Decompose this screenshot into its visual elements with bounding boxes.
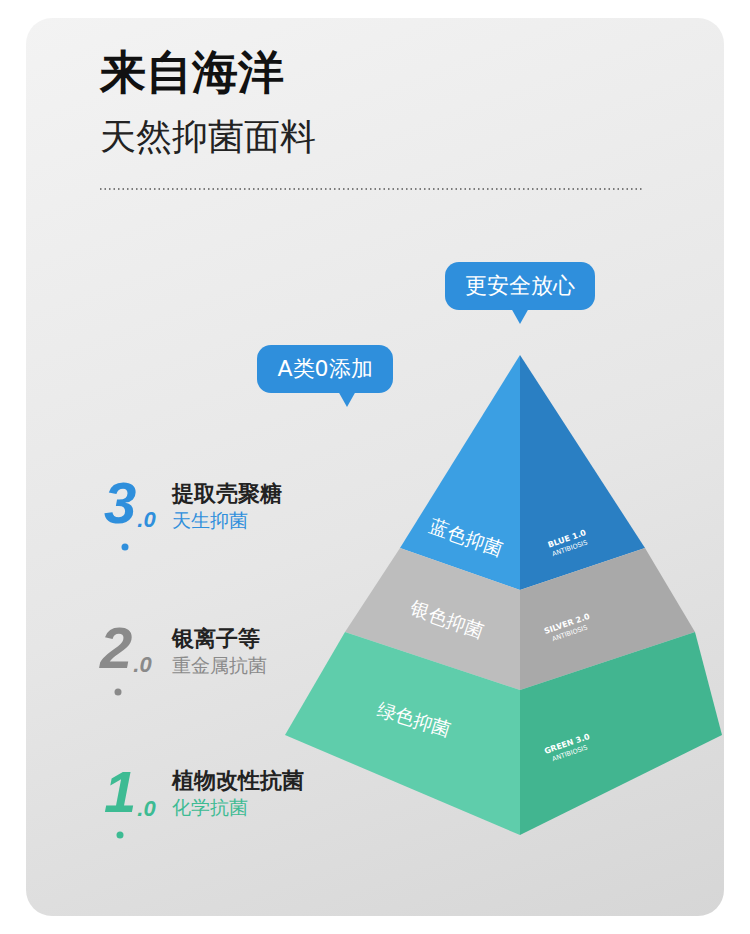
level-digit: 3 [104, 474, 136, 532]
callout-text: 更安全放心 [465, 271, 575, 301]
leader-line [120, 834, 520, 836]
tier-face [520, 632, 722, 835]
tier-shape [400, 355, 645, 591]
level-decimal: .0 [137, 509, 155, 531]
level-decimal: .0 [133, 654, 151, 676]
pyramid-tier: 蓝色抑菌BLUE 1.0ANTIBIOSIS [400, 355, 645, 591]
leader-dot [117, 832, 124, 839]
tier-shape [285, 632, 722, 836]
dotted-divider [100, 188, 642, 190]
level-subtitle: 化学抗菌 [172, 797, 248, 819]
leader-dot [115, 689, 122, 696]
callout-tail [511, 308, 529, 324]
callout-text: A类0添加 [277, 354, 372, 384]
leader-dot [122, 544, 129, 551]
leader-line [125, 546, 402, 548]
level-digit: 1 [104, 763, 136, 821]
callout-tail [338, 391, 356, 407]
title: 来自海洋 [100, 46, 284, 99]
level-title: 植物改性抗菌 [172, 768, 304, 793]
level-decimal: .0 [137, 798, 155, 820]
tier-face [285, 632, 520, 835]
level-subtitle: 天生抑菌 [172, 510, 248, 532]
level-title: 提取壳聚糖 [172, 481, 282, 506]
level-digit: 2 [100, 619, 132, 677]
level-subtitle: 重金属抗菌 [172, 655, 267, 677]
callout-bubble: A类0添加 [257, 345, 392, 393]
pyramid-tier: 绿色抑菌GREEN 3.0ANTIBIOSIS [285, 632, 722, 836]
callout-bubble: 更安全放心 [445, 262, 595, 310]
subtitle: 天然抑菌面料 [100, 116, 316, 157]
level-title: 银离子等 [172, 626, 260, 651]
